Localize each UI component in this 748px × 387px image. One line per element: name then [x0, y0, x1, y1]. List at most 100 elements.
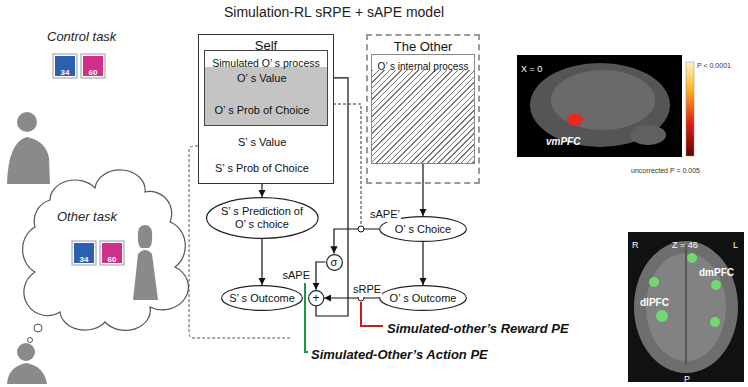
node-label: O’ s Value	[237, 72, 287, 85]
node-label: +	[312, 292, 319, 304]
label-wrap: vmPFC	[546, 131, 580, 149]
title-wrap: Simulation-RL sRPE + sAPE model	[0, 3, 668, 21]
brain-sagittal	[517, 55, 694, 157]
node-title: The Other	[394, 40, 453, 55]
label-wrap: Simulated-other’s Reward PE	[387, 319, 569, 337]
junction	[358, 226, 364, 232]
label-wrap: 34	[80, 248, 89, 266]
edge-label-wrap: sAPE	[281, 265, 311, 283]
node-title: O’ s internal process	[378, 61, 469, 73]
node-shape	[206, 198, 318, 239]
thought-cloud	[23, 170, 189, 330]
node-text-wrap: σ	[331, 257, 338, 268]
annotation-label: Simulated-Other’s Action PE	[311, 347, 488, 362]
state-ellipse: O’ s Outcome	[379, 285, 467, 311]
other-box: The Other O’ s internal process	[366, 34, 480, 184]
label-wrap: 60	[108, 248, 117, 266]
annotation-label: Other task	[57, 209, 117, 224]
label-wrap: dlPFC	[640, 292, 669, 310]
leader-line	[361, 302, 383, 326]
node-label: O’ s Choice	[395, 223, 451, 236]
simulated-process-box: Simulated O’ s process O’ s Value O’ s Pro…	[204, 50, 328, 126]
annotation-label: Z = 46	[672, 240, 698, 250]
label-wrap: X = 0	[521, 58, 542, 76]
node-heading: O’ s internal process	[372, 56, 474, 74]
node-title: Simulated O’ s process	[212, 57, 320, 69]
annotation-label: L	[733, 240, 738, 250]
annotation-label: P	[684, 374, 690, 384]
node-label: O’ s Prob of Choice	[215, 104, 310, 117]
annotation-label: X = 0	[521, 64, 542, 74]
annotation-label: dlPFC	[640, 297, 669, 308]
card-pair	[72, 241, 124, 265]
label-wrap: Control task	[47, 27, 116, 45]
edge-label-wrap: sAPE’	[369, 204, 401, 222]
node-label: S’ s Outcome	[229, 292, 295, 305]
connector	[422, 164, 423, 216]
connector	[316, 262, 326, 290]
annotation-label: 60	[108, 255, 117, 264]
node-shape	[326, 254, 342, 270]
operator-circle: +	[308, 290, 324, 306]
operator-circle: σ	[326, 254, 343, 271]
node-shape	[380, 286, 467, 311]
state-ellipse: S’ s Outcome	[221, 285, 303, 311]
label-wrap: 60	[89, 61, 98, 79]
node-text-wrap: S’ s Outcome	[229, 292, 295, 305]
annotation-label: Simulated-other’s Reward PE	[387, 321, 569, 336]
process-text: O’ s Value	[234, 71, 290, 86]
leader-line	[305, 282, 308, 352]
process-text: S’ s Value	[235, 135, 289, 150]
annotation-label: dmPFC	[699, 267, 734, 278]
card-pair	[53, 54, 105, 78]
edge-label-wrap: sRPE	[352, 279, 382, 297]
process-text: O’ s Prob of Choice	[212, 103, 313, 118]
self-box: SelfSimulated O’ s processO’ s ValueO’ s…	[198, 34, 334, 184]
annotation-label: Control task	[47, 29, 116, 44]
node-shape	[222, 286, 303, 311]
annotation-label: 34	[80, 255, 89, 264]
node-shape	[308, 290, 323, 305]
node-label: S’ s Prediction of O’ s choice	[220, 205, 304, 230]
hidden-process-box: O’ s internal process	[371, 54, 475, 164]
label-wrap: Other task	[57, 207, 117, 225]
edge-label: sAPE’	[370, 208, 400, 220]
annotation-label: P < 0.0001	[697, 62, 731, 69]
node-label: σ	[331, 257, 338, 268]
node-label: S’ s Value	[238, 136, 286, 149]
edge-label: sRPE	[353, 283, 381, 295]
label-wrap: uncorrected P = 0.005	[631, 159, 700, 177]
node-text-wrap: O’ s Outcome	[390, 292, 457, 305]
connector	[261, 239, 262, 285]
person-silhouette	[7, 112, 50, 184]
diagram-title: Simulation-RL sRPE + sAPE model	[224, 4, 444, 20]
brain-axial	[628, 232, 744, 382]
annotation-label: 34	[61, 68, 70, 77]
thought-bubble	[28, 338, 33, 343]
label-wrap: P < 0.0001	[697, 54, 731, 72]
node-text-wrap: O’ s Choice	[395, 223, 451, 236]
node-heading: Simulated O’ s process	[205, 53, 327, 71]
process-text: S’ s Prob of Choice	[212, 161, 312, 176]
label-wrap: Simulated-Other’s Action PE	[311, 345, 488, 363]
node-heading: The Other	[368, 37, 478, 55]
node-label: O’ s Outcome	[390, 292, 457, 305]
woman-silhouette	[133, 225, 158, 300]
thought-bubble	[34, 324, 42, 332]
label-wrap: Z = 46	[672, 234, 698, 252]
node-label: S’ s Prob of Choice	[215, 162, 309, 175]
label-wrap: R	[632, 234, 639, 252]
annotation-label: uncorrected P = 0.005	[631, 167, 700, 174]
annotation-label: R	[632, 240, 639, 250]
state-ellipse: S’ s Prediction of O’ s choice	[206, 197, 319, 239]
label-wrap: L	[733, 234, 738, 252]
label-wrap: P	[684, 368, 690, 386]
connector	[324, 297, 379, 298]
label-wrap: 34	[61, 61, 70, 79]
connector	[422, 242, 423, 285]
node-text-wrap: S’ s Prediction of O’ s choice	[220, 205, 304, 230]
annotation-label: 60	[89, 68, 98, 77]
label-wrap: dmPFC	[699, 262, 734, 280]
person-silhouette	[7, 343, 47, 384]
